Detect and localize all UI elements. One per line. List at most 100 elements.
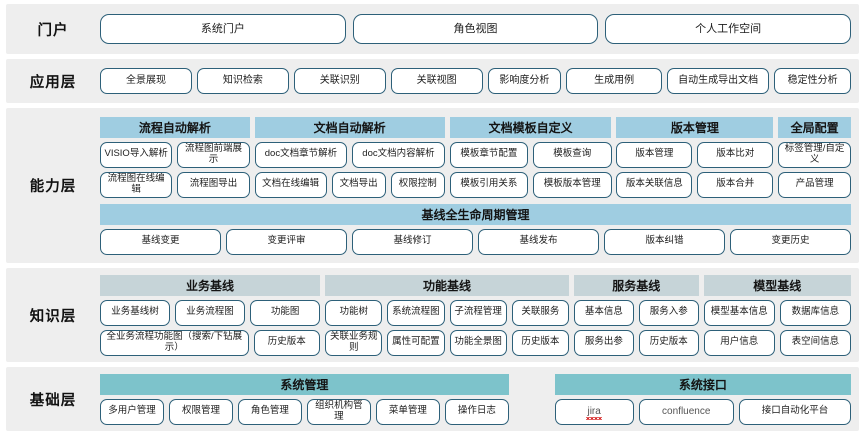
cap-item-template-chapter-config[interactable]: 模板章节配置 [449,141,529,168]
know-item-history-version[interactable]: 历史版本 [638,329,699,356]
app-item-generate-use-case[interactable]: 生成用例 [566,68,663,94]
know-item-attribute-configurable[interactable]: 属性可配置 [387,329,445,356]
layer-knowledge: 知识层 业务基线 业务基线树 业务流程图 功能图 全业务流程功能图（搜索/下钻展… [6,268,859,362]
cap-item-tag-mgmt-custom[interactable]: 标签管理/自定义 [778,141,851,168]
cap-item-flowchart-export[interactable]: 流程图导出 [177,171,250,198]
knowledge-row-1: 模型基本信息 数据库信息 [703,299,851,326]
knowledge-row-2: 全业务流程功能图（搜索/下钻展示） 历史版本 [100,329,321,356]
know-item-system-flowchart[interactable]: 系统流程图 [387,299,445,326]
know-item-user-info[interactable]: 用户信息 [703,329,775,356]
cap-item-permission-control[interactable]: 权限控制 [390,171,445,198]
know-item-history-version[interactable]: 历史版本 [253,329,321,356]
knowledge-group-business-baseline: 业务基线 业务基线树 业务流程图 功能图 全业务流程功能图（搜索/下钻展示） 历… [100,274,321,356]
cap-item-flowchart-online-edit[interactable]: 流程图在线编辑 [100,171,173,198]
portal-item-personal-workspace[interactable]: 个人工作空间 [605,14,852,44]
capability-group-title-doc-parsing: 文档自动解析 [254,116,445,138]
knowledge-group-row: 业务基线 业务基线树 业务流程图 功能图 全业务流程功能图（搜索/下钻展示） 历… [100,274,851,356]
found-item-confluence[interactable]: confluence [638,398,734,425]
cap-item-product-management[interactable]: 产品管理 [778,171,851,198]
cap-item-visio-import-parse[interactable]: VISIO导入解析 [100,141,173,168]
know-item-history-version[interactable]: 历史版本 [511,329,570,356]
layer-application: 应用层 全景展现 知识检索 关联识别 关联视图 影响度分析 生成用例 自动生成导… [6,59,859,103]
cap-item-version-merge[interactable]: 版本合并 [697,171,774,198]
capability-row-2: 流程图在线编辑 流程图导出 [100,171,250,198]
portal-item-role-view[interactable]: 角色视图 [352,14,599,44]
found-item-jira[interactable]: jira [554,398,634,425]
foundation-row-1: 多用户管理 权限管理 角色管理 组织机构管理 菜单管理 操作日志 [100,398,509,425]
app-item-stability-analysis[interactable]: 稳定性分析 [774,68,851,94]
capability-group-doc-template: 文档模板自定义 模板章节配置 模板查询 模板引用关系 模板版本管理 [449,116,612,198]
know-item-related-business-rule[interactable]: 关联业务规则 [325,329,383,356]
know-item-function-panorama[interactable]: 功能全景图 [449,329,507,356]
layer-portal: 门户 系统门户 角色视图 个人工作空间 [6,4,859,54]
capability-row-1: 标签管理/自定义 [778,141,851,168]
app-item-relation-view[interactable]: 关联视图 [390,68,483,94]
app-item-relation-recognition[interactable]: 关联识别 [293,68,386,94]
found-item-org-structure-management[interactable]: 组织机构管理 [306,398,371,425]
knowledge-row-2: 服务出参 历史版本 [574,329,699,356]
know-item-database-info[interactable]: 数据库信息 [779,299,851,326]
found-item-role-management[interactable]: 角色管理 [237,398,302,425]
cap-item-doc-online-edit[interactable]: 文档在线编辑 [254,171,327,198]
app-item-auto-generate-export-doc[interactable]: 自动生成导出文档 [667,68,770,94]
know-item-service-output-params[interactable]: 服务出参 [574,329,634,356]
portal-item-row: 系统门户 角色视图 个人工作空间 [100,14,852,44]
jira-logo-text: jira [586,405,603,421]
cap-item-template-query[interactable]: 模板查询 [533,141,612,168]
capability-group-title-version-mgmt: 版本管理 [616,116,774,138]
lifecycle-item-baseline-revision[interactable]: 基线修订 [352,228,473,255]
foundation-group-system-management: 系统管理 多用户管理 权限管理 角色管理 组织机构管理 菜单管理 操作日志 [100,373,509,425]
know-item-business-baseline-tree[interactable]: 业务基线树 [100,299,171,326]
app-item-knowledge-search[interactable]: 知识检索 [196,68,289,94]
layer-body-capability: 流程自动解析 VISIO导入解析 流程图前端展示 流程图在线编辑 流程图导出 文… [100,116,851,255]
lifecycle-item-baseline-release[interactable]: 基线发布 [478,228,599,255]
layer-body-application: 全景展现 知识检索 关联识别 关联视图 影响度分析 生成用例 自动生成导出文档 … [100,68,851,94]
portal-item-system-portal[interactable]: 系统门户 [100,14,346,44]
found-item-operation-log[interactable]: 操作日志 [444,398,509,425]
foundation-group-title-system-management: 系统管理 [100,373,509,395]
capability-lifecycle-title: 基线全生命周期管理 [100,203,851,225]
knowledge-row-1: 业务基线树 业务流程图 功能图 [100,299,321,326]
know-item-model-basic-info[interactable]: 模型基本信息 [703,299,775,326]
cap-item-version-compare[interactable]: 版本比对 [697,141,774,168]
layer-label-foundation: 基础层 [29,392,77,409]
lifecycle-item-change-history[interactable]: 变更历史 [730,228,851,255]
cap-item-doc-chapter-parse[interactable]: doc文档章节解析 [254,141,348,168]
app-item-impact-analysis[interactable]: 影响度分析 [487,68,562,94]
cap-item-doc-content-parse[interactable]: doc文档内容解析 [352,141,445,168]
capability-row-2: 文档在线编辑 文档导出 权限控制 [254,171,445,198]
capability-row-1: 版本管理 版本比对 [616,141,774,168]
lifecycle-item-baseline-change[interactable]: 基线变更 [100,228,221,255]
foundation-group-row: 系统管理 多用户管理 权限管理 角色管理 组织机构管理 菜单管理 操作日志 系统… [100,373,851,425]
capability-row-2: 产品管理 [778,171,851,198]
capability-row-1: 模板章节配置 模板查询 [449,141,612,168]
know-item-related-service[interactable]: 关联服务 [511,299,570,326]
know-item-tablespace-info[interactable]: 表空间信息 [779,329,851,356]
layer-capability: 能力层 流程自动解析 VISIO导入解析 流程图前端展示 流程图在线编辑 流程图… [6,108,859,263]
cap-item-flowchart-frontend-display[interactable]: 流程图前端展示 [177,141,250,168]
cap-item-version-management[interactable]: 版本管理 [616,141,693,168]
lifecycle-item-version-correction[interactable]: 版本纠错 [604,228,725,255]
knowledge-group-title-function-baseline: 功能基线 [325,274,570,296]
know-item-business-flowchart[interactable]: 业务流程图 [175,299,246,326]
cap-item-template-version-mgmt[interactable]: 模板版本管理 [533,171,612,198]
know-item-basic-info[interactable]: 基本信息 [574,299,634,326]
foundation-group-system-interface: 系统接口 jira confluence 接口自动化平台 [554,373,851,425]
know-item-service-input-params[interactable]: 服务入参 [638,299,699,326]
found-item-permission-management[interactable]: 权限管理 [168,398,233,425]
found-item-api-automation-platform[interactable]: 接口自动化平台 [738,398,851,425]
capability-row-2: 版本关联信息 版本合并 [616,171,774,198]
app-item-panorama-display[interactable]: 全景展现 [100,68,192,94]
know-item-function-diagram[interactable]: 功能图 [250,299,321,326]
found-item-menu-management[interactable]: 菜单管理 [375,398,440,425]
lifecycle-item-change-review[interactable]: 变更评审 [226,228,347,255]
know-item-function-tree[interactable]: 功能树 [325,299,383,326]
cap-item-doc-export[interactable]: 文档导出 [331,171,386,198]
found-item-multi-user-management[interactable]: 多用户管理 [100,398,164,425]
cap-item-version-relation-info[interactable]: 版本关联信息 [616,171,693,198]
cap-item-template-reference-relation[interactable]: 模板引用关系 [449,171,529,198]
know-item-full-business-process-function-diagram[interactable]: 全业务流程功能图（搜索/下钻展示） [100,329,249,356]
know-item-subprocess-management[interactable]: 子流程管理 [449,299,507,326]
foundation-group-title-system-interface: 系统接口 [554,373,851,395]
